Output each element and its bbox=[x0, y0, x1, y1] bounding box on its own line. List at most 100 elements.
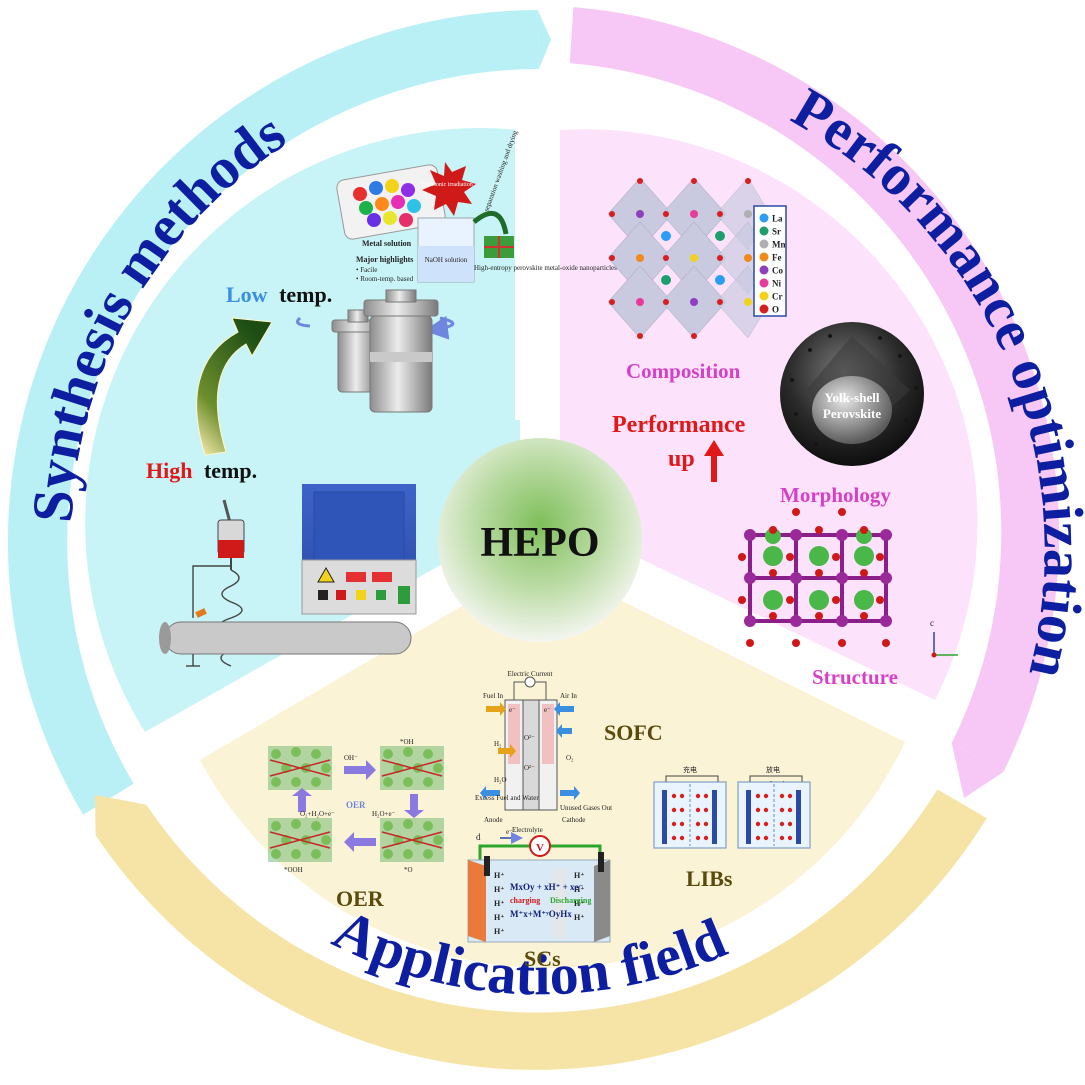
scs-label: SCs bbox=[524, 946, 561, 971]
legend-label-cr: Cr bbox=[772, 292, 783, 302]
legend-swatch-cr bbox=[759, 291, 769, 301]
naoh-label: NaOH solution bbox=[425, 256, 468, 264]
libs-diagram-icon: 充电 放电 Load bbox=[653, 765, 811, 849]
legend-label-fe: Fe bbox=[772, 253, 782, 263]
structure-lattice-icon bbox=[738, 508, 892, 647]
oer-cycle-icon: OH⁻ *OH OER O₂+H₂O+e⁻ H₂O+e⁻ *OOH *O bbox=[268, 738, 444, 874]
high-temp-word: temp. bbox=[204, 458, 257, 483]
legend-label-la: La bbox=[772, 214, 783, 224]
sofc-oion-label-2: O²⁻ bbox=[524, 764, 535, 772]
high-word: High bbox=[146, 458, 192, 483]
ultrasonic-label: Ultrasonic irradiation bbox=[421, 182, 472, 188]
yolk-line-2: Perovskite bbox=[823, 406, 881, 421]
synthesis-band-arrowhead bbox=[537, 10, 551, 69]
low-temp-label: Low temp. bbox=[226, 282, 332, 307]
highlight-room-temp: • Room-temp. based bbox=[356, 275, 414, 283]
sc-e-label: e⁻ bbox=[506, 828, 513, 836]
sc-h-5: H⁺ bbox=[494, 927, 504, 936]
product-label: High-entropy perovskite metal-oxide nano… bbox=[474, 264, 617, 272]
libs-charge-label: 充电 bbox=[683, 765, 697, 774]
sc-h-4: H⁺ bbox=[494, 913, 504, 922]
structure-label: Structure bbox=[812, 665, 898, 689]
sofc-h2-label: H₂ bbox=[494, 740, 502, 748]
sofc-current-label: Electric Current bbox=[508, 670, 553, 678]
legend-swatch-ni bbox=[759, 278, 769, 288]
oer-inner-label: OER bbox=[346, 800, 366, 810]
sofc-electrolyte-label: Electrolyte bbox=[512, 826, 543, 834]
metal-balls bbox=[353, 179, 421, 227]
low-temp-word: temp. bbox=[279, 282, 332, 307]
oer-star-ooh-label: *OOH bbox=[284, 866, 303, 874]
sofc-oion-label: O²⁻ bbox=[524, 734, 535, 742]
legend-swatch-co bbox=[759, 265, 769, 275]
sofc-h2o-label: H₂O bbox=[494, 776, 507, 784]
oer-label: OER bbox=[336, 886, 385, 911]
legend-label-sr: Sr bbox=[772, 227, 781, 237]
sofc-e-label-2: e⁻ bbox=[544, 706, 551, 714]
muffle-furnace-icon bbox=[301, 484, 417, 615]
legend-swatch-fe bbox=[759, 252, 769, 262]
sc-d-label: d bbox=[476, 832, 481, 842]
high-to-low-arrow-icon bbox=[196, 317, 273, 456]
sofc-o2-label: O₂ bbox=[566, 754, 574, 762]
axis-indicator-icon: c bbox=[930, 618, 958, 658]
libs-label: LIBs bbox=[686, 866, 733, 891]
performance-up-label-1: Performance bbox=[612, 412, 746, 438]
center-label: HEPO bbox=[480, 520, 599, 566]
oer-cluster-tr bbox=[380, 746, 444, 790]
performance-up-label-2: up bbox=[668, 446, 695, 472]
synthesis-content: Metal solution Ultrasonic irradiation Na… bbox=[146, 129, 617, 667]
legend-label-co: Co bbox=[772, 266, 783, 276]
major-highlights-label: Major highlights bbox=[356, 255, 413, 264]
axis-c-label: c bbox=[930, 618, 934, 628]
performance-band-arrowhead bbox=[951, 742, 1004, 798]
oer-o2-label: O₂+H₂O+e⁻ bbox=[300, 810, 335, 818]
sofc-cathode-label: Cathode bbox=[562, 816, 585, 824]
composition-lattice-icon bbox=[607, 177, 771, 339]
oer-h2o-label: H₂O+e⁻ bbox=[372, 810, 396, 818]
libs-discharge-label: 放电 bbox=[766, 765, 780, 774]
metal-solution-label: Metal solution bbox=[362, 239, 412, 248]
sc-h-7: H⁺ bbox=[574, 885, 584, 894]
sofc-excess-label: Excess Fuel and Water bbox=[475, 794, 539, 802]
legend-swatch-sr bbox=[759, 226, 769, 236]
outer-ring bbox=[7, 7, 1060, 1070]
sc-discharging-label: Discharging bbox=[550, 896, 591, 905]
ultrasonic-burst-icon bbox=[422, 162, 476, 216]
hydrothermal-autoclaves-icon bbox=[296, 289, 455, 413]
sc-charging-label: charging bbox=[510, 896, 540, 905]
performance-band bbox=[569, 7, 1060, 773]
sofc-air-in-label: Air In bbox=[560, 692, 577, 700]
sofc-diagram-icon: Electric Current Fuel In Air In H₂ H₂O O… bbox=[475, 670, 612, 834]
sc-reaction-2: M⁺x+M⁺ʸOyHx bbox=[510, 909, 572, 919]
sofc-e-label: e⁻ bbox=[509, 706, 516, 714]
application-content: OH⁻ *OH OER O₂+H₂O+e⁻ H₂O+e⁻ *OOH *O OER… bbox=[268, 670, 811, 971]
yolk-line-1: Yolk-shell bbox=[825, 390, 880, 405]
sofc-anode-label: Anode bbox=[484, 816, 503, 824]
sc-reaction-1: MxOy + xH⁺ + xe⁻ bbox=[510, 882, 583, 892]
application-band bbox=[95, 789, 987, 1070]
synthesis-inset-scheme: Metal solution Ultrasonic irradiation Na… bbox=[336, 129, 617, 283]
high-temp-label: High temp. bbox=[146, 458, 257, 483]
sc-h-8: H⁺ bbox=[574, 899, 584, 908]
sofc-label: SOFC bbox=[604, 720, 663, 745]
oer-star-o-label: *O bbox=[404, 866, 413, 874]
oer-oh-label: OH⁻ bbox=[344, 754, 358, 762]
oer-star-oh-label: *OH bbox=[400, 738, 414, 746]
center-circle bbox=[438, 438, 642, 642]
sc-h-6: H⁺ bbox=[574, 871, 584, 880]
legend-label-ni: Ni bbox=[772, 279, 781, 289]
legend-label-o: O bbox=[772, 305, 779, 315]
application-band-arrowhead bbox=[95, 795, 147, 836]
legend-label-mn: Mn bbox=[772, 240, 786, 250]
highlight-facile: • Facile bbox=[356, 266, 377, 274]
composition-label: Composition bbox=[626, 359, 741, 383]
synthesis-band bbox=[7, 10, 539, 815]
sofc-fuel-in-label: Fuel In bbox=[483, 692, 504, 700]
oer-cluster-br bbox=[380, 818, 444, 862]
sc-h-1: H⁺ bbox=[494, 871, 504, 880]
separation-arrow-icon bbox=[472, 210, 509, 235]
oer-cluster-bl bbox=[268, 818, 332, 862]
